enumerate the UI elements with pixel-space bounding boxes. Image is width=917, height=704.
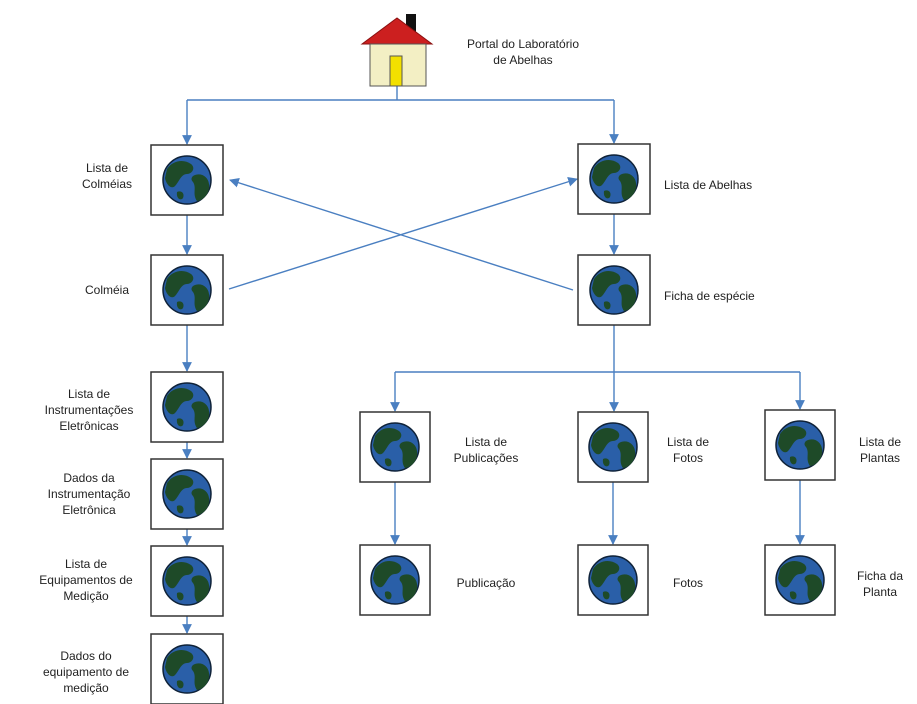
label-lista-colmeias: Lista de Colméias: [81, 161, 132, 191]
globe-icon: [588, 555, 638, 605]
connector-ficha-especie-to-lista-colmeias: [229, 178, 574, 291]
globe-icon: [162, 155, 212, 205]
label-lista-fotos: Lista de Fotos: [666, 435, 710, 465]
node-lista-plantas[interactable]: [764, 409, 836, 481]
label-dados-equipamento: Dados do equipamento de medição: [42, 649, 130, 695]
connectors: [182, 86, 805, 634]
label-colmeia: Colméia: [84, 283, 129, 297]
nodes: [150, 143, 836, 704]
globe-icon: [162, 382, 212, 432]
globe-icon: [370, 555, 420, 605]
node-ficha-especie[interactable]: [577, 254, 651, 326]
globe-icon: [370, 422, 420, 472]
node-lista-instrumentacoes[interactable]: [150, 371, 224, 443]
portal-label: Portal do Laboratório de Abelhas: [466, 37, 580, 67]
label-ficha-especie: Ficha de espécie: [664, 289, 755, 303]
label-lista-equipamentos: Lista de Equipamentos de Medição: [39, 557, 133, 603]
globe-icon: [162, 265, 212, 315]
label-fotos: Fotos: [672, 576, 703, 590]
label-lista-plantas: Lista de Plantas: [858, 435, 902, 465]
node-fotos[interactable]: [577, 544, 649, 616]
globe-icon: [162, 644, 212, 694]
node-dados-equipamento[interactable]: [150, 633, 224, 704]
globe-icon: [589, 265, 639, 315]
node-ficha-planta[interactable]: [764, 544, 836, 616]
globe-icon: [775, 420, 825, 470]
label-publicacao: Publicação: [456, 576, 516, 590]
house-roof: [360, 17, 434, 45]
node-dados-instrumentacao[interactable]: [150, 458, 224, 530]
node-colmeia[interactable]: [150, 254, 224, 326]
label-lista-instrumentacoes: Lista de Instrumentações Eletrônicas: [44, 387, 134, 433]
globe-icon: [589, 154, 639, 204]
node-lista-colmeias[interactable]: [150, 144, 224, 216]
portal-house-icon[interactable]: [360, 14, 434, 87]
label-lista-abelhas: Lista de Abelhas: [664, 178, 753, 192]
node-publicacao[interactable]: [359, 544, 431, 616]
label-lista-publicacoes: Lista de Publicações: [453, 435, 519, 465]
globe-icon: [775, 555, 825, 605]
label-dados-instrumentacao: Dados da Instrumentação Eletrônica: [47, 471, 131, 517]
node-lista-publicacoes[interactable]: [359, 411, 431, 483]
node-lista-equipamentos[interactable]: [150, 545, 224, 617]
node-lista-abelhas[interactable]: [577, 143, 651, 215]
globe-icon: [162, 556, 212, 606]
node-lista-fotos[interactable]: [577, 411, 649, 483]
globe-icon: [588, 422, 638, 472]
connector-colmeia-to-lista-abelhas: [228, 176, 578, 290]
house-door: [389, 55, 403, 87]
globe-icon: [162, 469, 212, 519]
chimney: [406, 14, 416, 32]
label-ficha-planta: Ficha da Planta: [856, 569, 904, 599]
